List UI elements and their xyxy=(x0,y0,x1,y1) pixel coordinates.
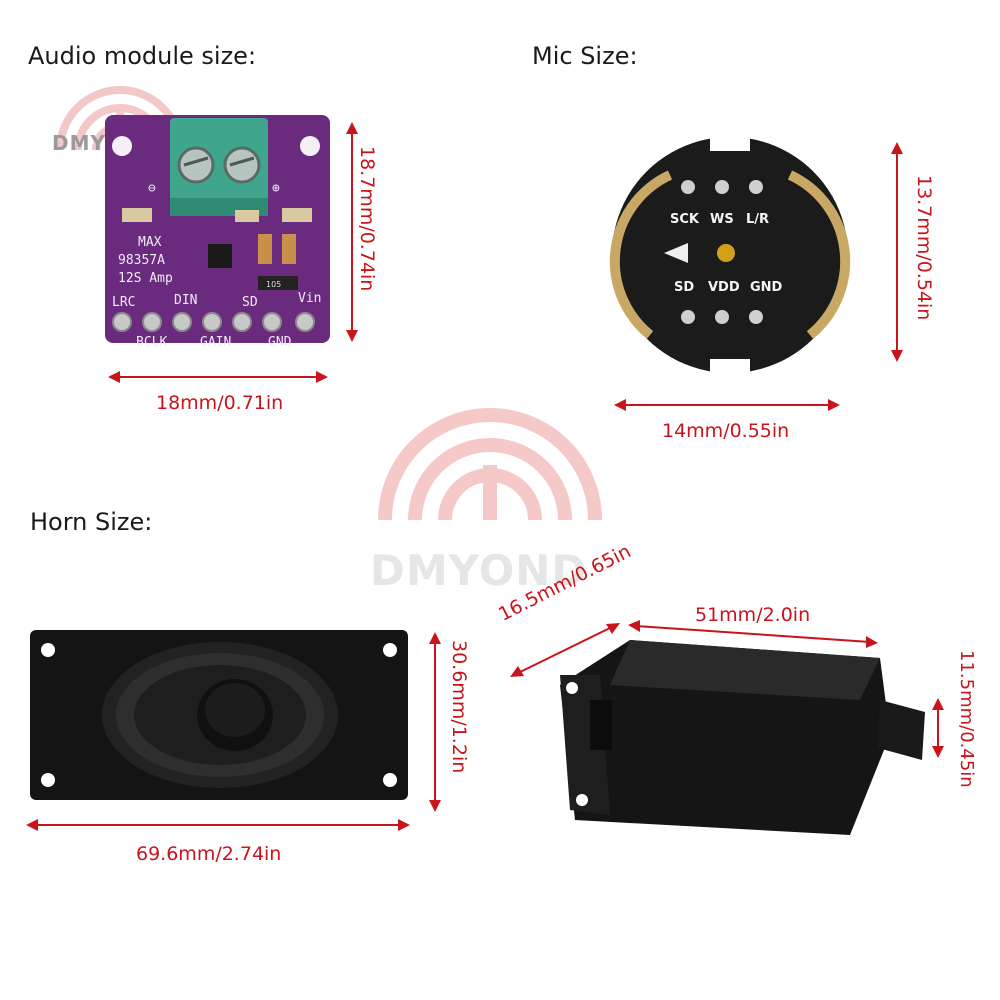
horn-height-arrow xyxy=(429,632,441,812)
horn-depth-arrow xyxy=(510,623,620,677)
mic-height-arrow xyxy=(891,142,903,362)
watermark-logo-large: DMYOND xyxy=(370,408,602,595)
chip-line-2: 98357A xyxy=(118,253,165,268)
mic-pin-ws: WS xyxy=(710,212,734,227)
pin-bclk: BCLK xyxy=(136,335,167,350)
pin-sd: SD xyxy=(242,295,258,310)
pin-gain: GAIN xyxy=(200,335,231,350)
audio-height-arrow xyxy=(346,122,358,342)
mic-height-label: 13.7mm/0.54in xyxy=(913,175,935,321)
mic-width-label: 14mm/0.55in xyxy=(662,420,790,442)
horn-tab-label: 11.5mm/0.45in xyxy=(956,650,977,788)
horn-side-view xyxy=(560,640,925,835)
audio-width-arrow xyxy=(108,371,328,383)
horn-length-arrow xyxy=(628,620,878,648)
mic-pin-lr: L/R xyxy=(746,212,769,227)
mic-heading: Mic Size: xyxy=(532,42,638,70)
chip-line-1: MAX xyxy=(138,235,162,250)
horn-tab-arrow xyxy=(932,698,944,758)
horn-heading: Horn Size: xyxy=(30,508,153,536)
watermark-text-large: DMYOND xyxy=(370,546,587,595)
mic-pin-gnd: GND xyxy=(750,280,783,295)
minus-symbol: ⊖ xyxy=(148,181,156,196)
horn-width-label: 69.6mm/2.74in xyxy=(136,843,282,865)
mic-pin-sck: SCK xyxy=(670,212,700,227)
mic-width-arrow xyxy=(614,399,840,411)
horn-length-label: 51mm/2.0in xyxy=(695,604,811,626)
audio-height-label: 18.7mm/0.74in xyxy=(356,146,378,292)
mic-pin-vdd: VDD xyxy=(708,280,740,295)
pin-lrc: LRC xyxy=(112,295,135,310)
pin-din: DIN xyxy=(174,293,197,308)
horn-width-arrow xyxy=(26,819,410,831)
chip-line-3: 12S Amp xyxy=(118,271,173,286)
plus-symbol: ⊕ xyxy=(272,181,280,196)
pin-gnd: GND xyxy=(268,335,292,350)
horn-height-label: 30.6mm/1.2in xyxy=(448,640,470,774)
horn-front-view xyxy=(30,630,408,800)
audio-module-heading: Audio module size: xyxy=(28,42,257,70)
audio-module-board: ⊖ ⊕ 105 MAX 98357A 12S Amp LRC DIN SD Vi… xyxy=(105,115,330,350)
audio-width-label: 18mm/0.71in xyxy=(156,392,284,414)
mic-board: SCK WS L/R SD VDD GND xyxy=(609,135,851,375)
resistor-label: 105 xyxy=(266,280,281,289)
pin-vin: Vin xyxy=(298,291,321,306)
mic-pin-sd: SD xyxy=(674,280,694,295)
